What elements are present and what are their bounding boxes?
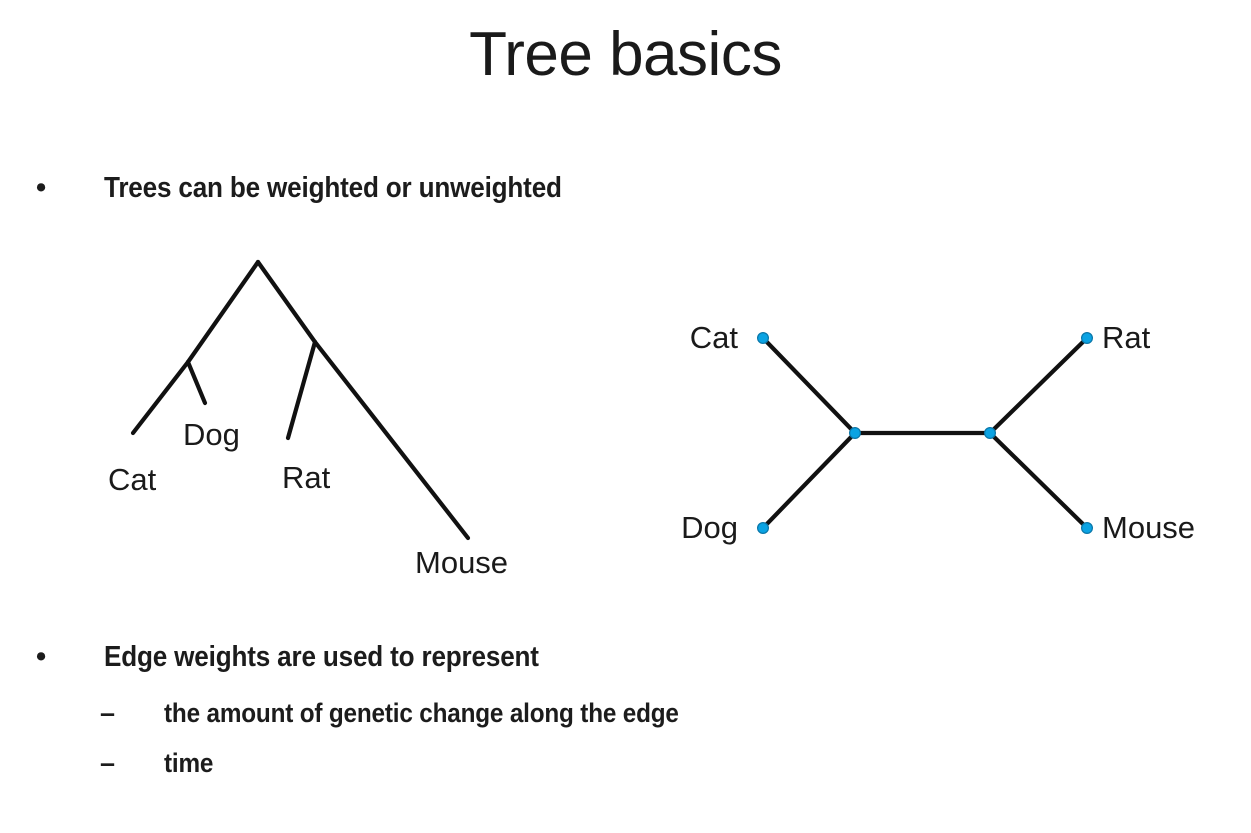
tree-label-cat: Cat (690, 320, 739, 355)
tree-node-marker-rat (1081, 331, 1094, 344)
tree-edge-cat_dog-cat_tip (130, 359, 191, 436)
tree-edge-rat_mouse-rat_tip (285, 339, 318, 441)
tree-label-rat: Rat (1102, 320, 1151, 355)
tree-label-mouse: Mouse (1102, 510, 1195, 545)
tree-label-cat: Cat (108, 462, 157, 497)
tree-node-marker-inner-left (849, 426, 862, 439)
tree-label-dog: Dog (183, 417, 240, 452)
bullet-edge-weights: • Edge weights are used to represent (36, 641, 587, 674)
tree-edge-root-cat_dog (185, 259, 261, 365)
bullet-trees-weighted: • Trees can be weighted or unweighted (36, 172, 613, 205)
tree-label-dog: Dog (681, 510, 738, 545)
bullet-text: Trees can be weighted or unweighted (104, 172, 562, 204)
page-title: Tree basics (469, 20, 782, 89)
bullet-text: the amount of genetic change along the e… (164, 698, 679, 728)
tree-edge-inner_right-rat (987, 335, 1090, 436)
bullet-text: Edge weights are used to represent (104, 641, 539, 673)
tree-edge-rat_mouse-mouse_tip (312, 339, 471, 541)
tree-edge-dog-inner_left (760, 430, 858, 531)
bullet-marker-dash: – (100, 748, 115, 778)
tree-node-marker-mouse (1081, 522, 1094, 535)
tree-node-marker-inner-right (984, 426, 997, 439)
tree-node-marker-dog (756, 522, 769, 535)
tree-edge-cat_dog-dog_tip (185, 359, 208, 406)
tree-edge-root-rat_mouse (255, 259, 318, 345)
sub-bullet-time: – time (100, 748, 219, 779)
bullet-text: time (164, 748, 214, 778)
tree-edge-inner_right-mouse (987, 430, 1090, 531)
bullet-marker-dash: – (100, 698, 115, 728)
tree-edge-cat-inner_left (760, 335, 858, 436)
tree-label-rat: Rat (282, 460, 331, 495)
tree-label-mouse: Mouse (415, 545, 508, 580)
sub-bullet-genetic-change: – the amount of genetic change along the… (100, 698, 736, 729)
bullet-marker: • (36, 641, 46, 673)
bullet-marker: • (36, 172, 46, 204)
tree-node-marker-cat (756, 331, 769, 344)
